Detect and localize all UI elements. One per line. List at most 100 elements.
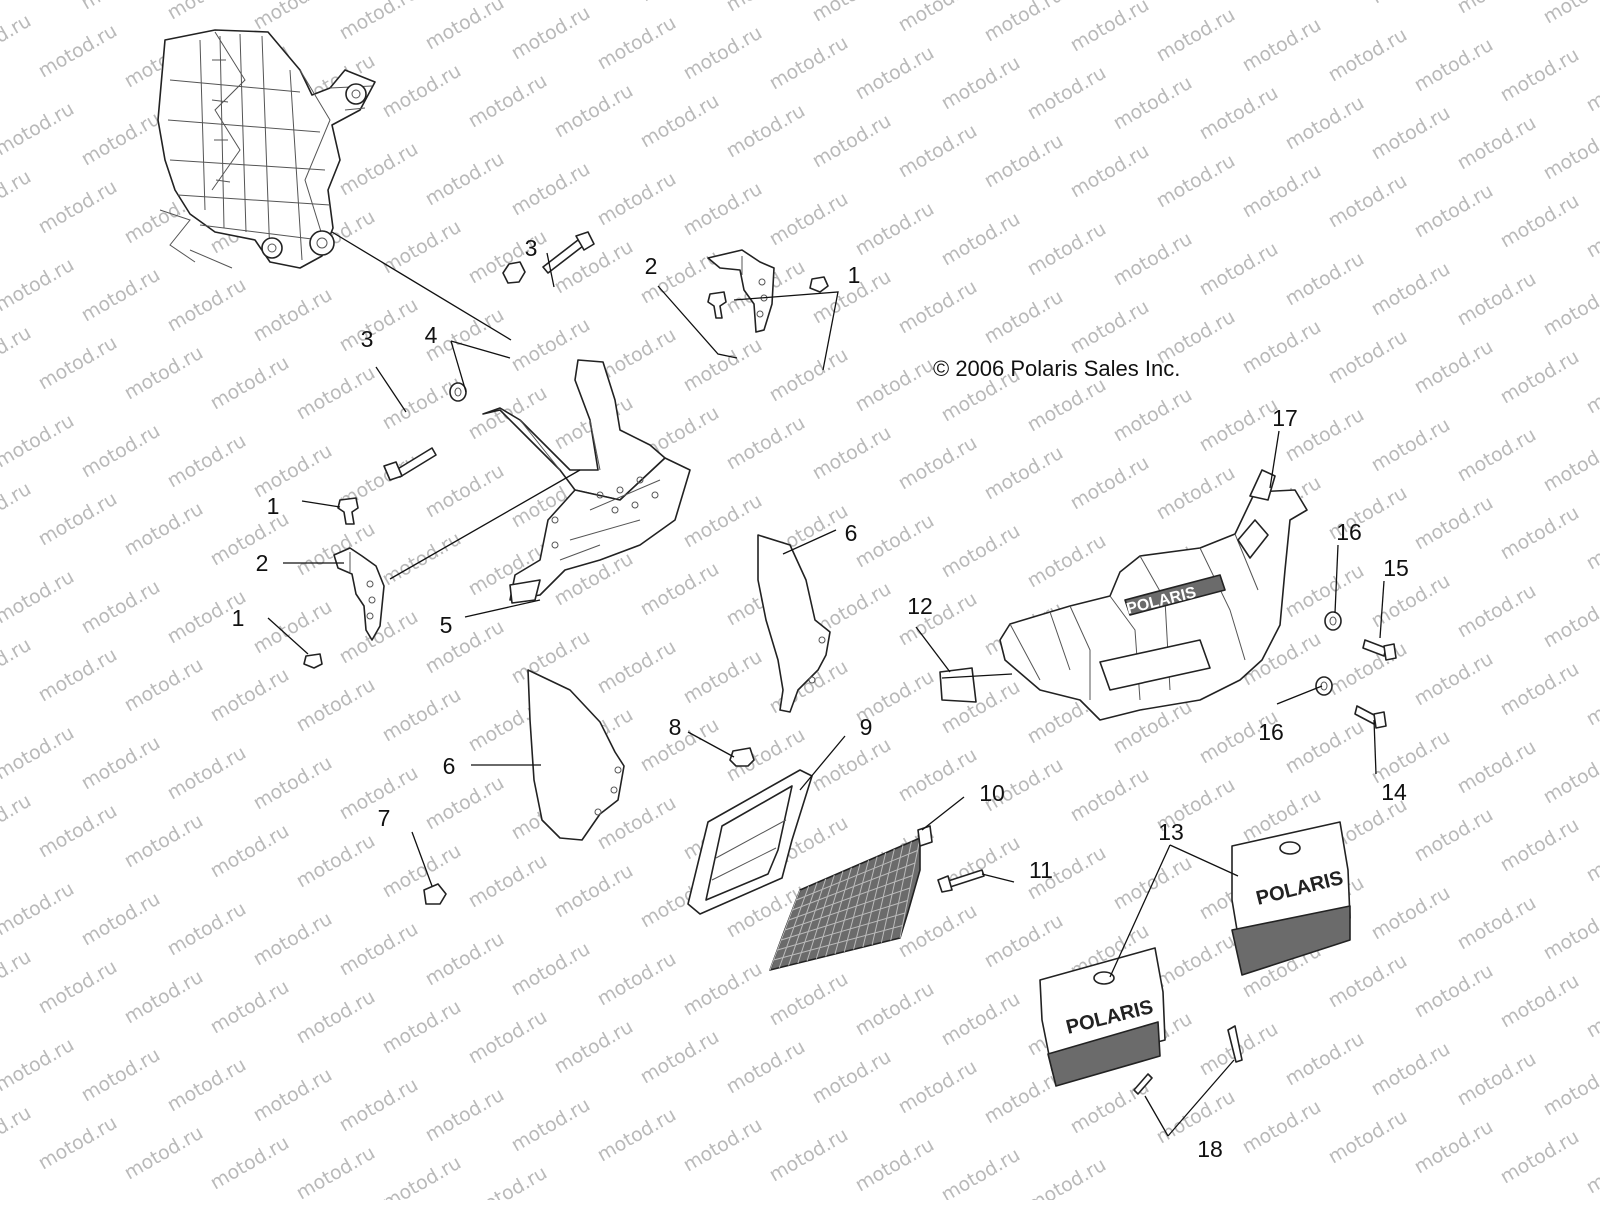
callout-6: 6 bbox=[443, 753, 456, 779]
watermark-text: motod.ru bbox=[508, 2, 594, 65]
watermark-text: motod.ru bbox=[78, 420, 164, 483]
watermark-text: motod.ru bbox=[1411, 804, 1497, 867]
watermark-text: motod.ru bbox=[852, 198, 938, 261]
watermark-text: motod.ru bbox=[35, 488, 121, 551]
watermark-text: motod.ru bbox=[379, 1152, 465, 1200]
watermark-text: motod.ru bbox=[766, 32, 852, 95]
part-12-decal bbox=[940, 668, 976, 702]
watermark-text: motod.ru bbox=[0, 946, 35, 1009]
watermark-text: motod.ru bbox=[164, 430, 250, 493]
watermark-text: motod.ru bbox=[637, 1026, 723, 1089]
callout-10: 10 bbox=[979, 780, 1005, 806]
watermark-text: motod.ru bbox=[1497, 44, 1583, 107]
watermark-text: motod.ru bbox=[1368, 102, 1454, 165]
watermark-text: motod.ru bbox=[35, 1112, 121, 1175]
watermark-text: motod.ru bbox=[766, 344, 852, 407]
callout-15: 15 bbox=[1383, 555, 1409, 581]
callout-17: 17 bbox=[1272, 405, 1298, 431]
watermark-text: motod.ru bbox=[1454, 112, 1540, 175]
watermark-text: motod.ru bbox=[1411, 1116, 1497, 1179]
watermark-text: motod.ru bbox=[207, 352, 293, 415]
part-13-cover-right: POLARIS bbox=[1232, 822, 1350, 975]
watermark-text: motod.ru bbox=[164, 742, 250, 805]
watermark-text: motod.ru bbox=[1454, 0, 1540, 18]
watermark-text: motod.ru bbox=[35, 644, 121, 707]
watermark-text: motod.ru bbox=[723, 0, 809, 16]
callout-6: 6 bbox=[845, 520, 858, 546]
watermark-text: motod.ru bbox=[0, 1034, 78, 1097]
watermark-text: motod.ru bbox=[0, 254, 78, 317]
watermark-text: motod.ru bbox=[379, 528, 465, 591]
watermark-text: motod.ru bbox=[422, 928, 508, 991]
watermark-text: motod.ru bbox=[1325, 170, 1411, 233]
watermark-text: motod.ru bbox=[78, 0, 164, 14]
watermark-text: motod.ru bbox=[766, 968, 852, 1031]
watermark-text: motod.ru bbox=[551, 80, 637, 143]
watermark-text: motod.ru bbox=[1583, 668, 1600, 731]
watermark-text: motod.ru bbox=[852, 978, 938, 1041]
watermark-text: motod.ru bbox=[1153, 4, 1239, 67]
watermark-text: motod.ru bbox=[1067, 296, 1153, 359]
watermark-text: motod.ru bbox=[121, 1122, 207, 1185]
watermark-text: motod.ru bbox=[680, 646, 766, 709]
watermark-text: motod.ru bbox=[1110, 228, 1196, 291]
watermark-text: motod.ru bbox=[1411, 492, 1497, 555]
watermark-text: motod.ru bbox=[0, 878, 78, 941]
watermark-text: motod.ru bbox=[78, 108, 164, 171]
watermark-text: motod.ru bbox=[1497, 1126, 1583, 1189]
watermark-text: motod.ru bbox=[379, 684, 465, 747]
watermark-text: motod.ru bbox=[1196, 394, 1282, 457]
callout-1: 1 bbox=[232, 605, 245, 631]
watermark-text: motod.ru bbox=[1454, 424, 1540, 487]
watermark-text: motod.ru bbox=[1411, 648, 1497, 711]
watermark-text: motod.ru bbox=[1282, 92, 1368, 155]
watermark-text: motod.ru bbox=[164, 898, 250, 961]
watermark-text: motod.ru bbox=[422, 616, 508, 679]
watermark-text: motod.ru bbox=[1368, 258, 1454, 321]
watermark-text: motod.ru bbox=[1540, 434, 1600, 497]
watermark-text: motod.ru bbox=[1368, 882, 1454, 945]
watermark-text: motod.ru bbox=[207, 976, 293, 1039]
watermark-text: motod.ru bbox=[379, 996, 465, 1059]
watermark-text: motod.ru bbox=[1067, 0, 1153, 56]
watermark-text: motod.ru bbox=[1540, 122, 1600, 185]
watermark-text: motod.ru bbox=[680, 334, 766, 397]
watermark-text: motod.ru bbox=[895, 276, 981, 339]
watermark-text: motod.ru bbox=[852, 1134, 938, 1197]
watermark-text: motod.ru bbox=[1583, 54, 1600, 117]
callout-7: 7 bbox=[378, 805, 391, 831]
watermark-text: motod.ru bbox=[207, 820, 293, 883]
watermark-text: motod.ru bbox=[250, 752, 336, 815]
watermark-text: motod.ru bbox=[1325, 24, 1411, 87]
watermark-text: motod.ru bbox=[1583, 980, 1600, 1043]
watermark-text: motod.ru bbox=[1110, 384, 1196, 447]
watermark-text: motod.ru bbox=[1583, 1136, 1600, 1199]
watermark-text: motod.ru bbox=[1024, 218, 1110, 281]
watermark-text: motod.ru bbox=[0, 1102, 35, 1165]
watermark-text: motod.ru bbox=[981, 130, 1067, 193]
watermark-text: motod.ru bbox=[594, 12, 680, 75]
watermark-text: motod.ru bbox=[1583, 512, 1600, 575]
watermark-text: motod.ru bbox=[422, 460, 508, 523]
watermark-text: motod.ru bbox=[1239, 316, 1325, 379]
watermark-text: motod.ru bbox=[637, 0, 723, 6]
watermark-text: motod.ru bbox=[1454, 268, 1540, 331]
watermark-text: motod.ru bbox=[379, 216, 465, 279]
watermark-text: motod.ru bbox=[1024, 530, 1110, 593]
watermark-text: motod.ru bbox=[1540, 746, 1600, 809]
watermark-text: motod.ru bbox=[809, 422, 895, 485]
callout-18: 18 bbox=[1197, 1136, 1223, 1162]
watermark-text: motod.ru bbox=[121, 498, 207, 561]
watermark-text: motod.ru bbox=[938, 520, 1024, 583]
watermark-text: motod.ru bbox=[938, 208, 1024, 271]
watermark-text: motod.ru bbox=[1540, 902, 1600, 965]
watermark-text: motod.ru bbox=[0, 634, 35, 697]
watermark-text: motod.ru bbox=[0, 478, 35, 541]
watermark-text: motod.ru bbox=[852, 354, 938, 417]
watermark-text: motod.ru bbox=[336, 0, 422, 44]
watermark-text: motod.ru bbox=[981, 286, 1067, 349]
watermark-text: motod.ru bbox=[594, 1104, 680, 1167]
watermark-text: motod.ru bbox=[723, 412, 809, 475]
watermark-text: motod.ru bbox=[0, 98, 78, 161]
